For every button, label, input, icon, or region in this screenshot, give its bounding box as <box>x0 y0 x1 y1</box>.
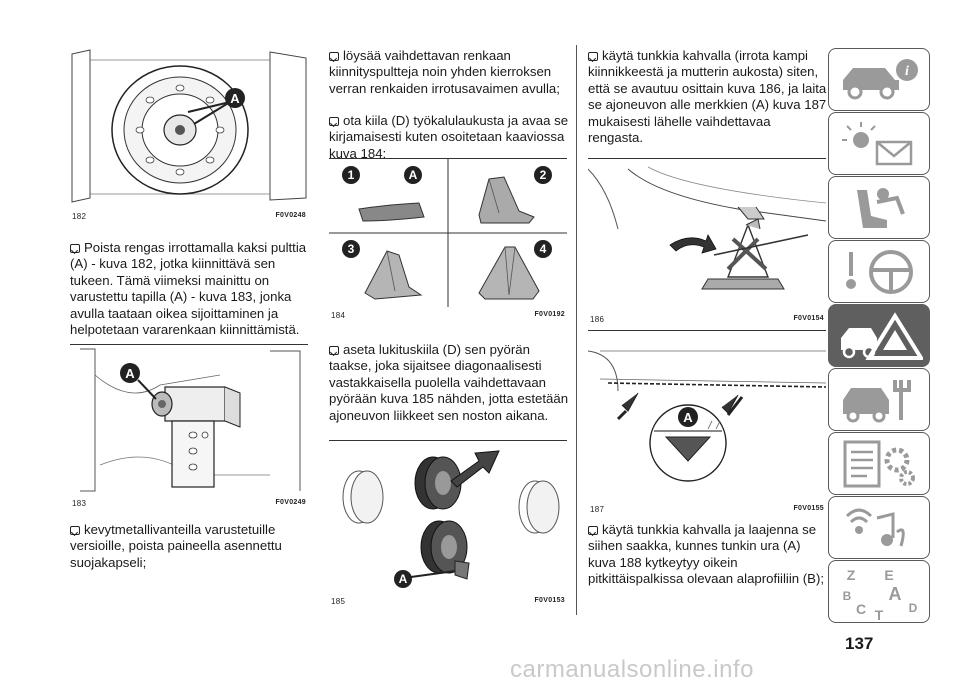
bullet-icon <box>588 52 598 61</box>
figure-code: F0V0248 <box>275 212 306 219</box>
callout-a-183: A <box>125 366 135 381</box>
tab-technical-data[interactable] <box>828 432 930 495</box>
wedge-placement-illustration: A <box>329 441 567 591</box>
figure-number: 184 <box>331 311 346 320</box>
figure-185: A 185 F0V0153 <box>329 440 567 610</box>
paragraph-place-wedge: aseta lukituskiila (D) sen pyörän taakse… <box>329 342 569 423</box>
figure-182: A 182 F0V0248 <box>70 48 308 221</box>
tab-car-info[interactable]: i <box>828 48 930 111</box>
paragraph-expand-jack: käytä tunkkia kahvalla ja laajenna se si… <box>588 522 825 587</box>
figure-caption: 186 F0V0154 <box>588 315 826 327</box>
figure-caption: 187 F0V0155 <box>588 505 826 517</box>
figure-code: F0V0249 <box>275 499 306 506</box>
tab-driving[interactable] <box>828 240 930 303</box>
bullet-icon <box>70 526 80 535</box>
index-letter-e: E <box>884 567 893 583</box>
paragraph-take-wedge: ota kiila (D) työkalulaukusta ja avaa se… <box>329 113 569 161</box>
tab-index[interactable]: Z E A B C D T <box>828 560 930 623</box>
steering-wheel-icon <box>846 250 913 294</box>
column-divider <box>576 45 577 615</box>
index-icon: Z E A B C D T <box>843 567 918 622</box>
figure-number: 185 <box>331 597 346 606</box>
figure-number: 186 <box>590 315 605 324</box>
label-step-3: 3 <box>348 242 355 256</box>
safety-seat-icon <box>857 188 905 228</box>
index-letter-z: Z <box>847 567 856 583</box>
figure-number: 187 <box>590 505 605 514</box>
warning-lights-icon <box>842 122 913 166</box>
figure-number: 183 <box>72 499 87 508</box>
tab-maintenance[interactable] <box>828 368 930 431</box>
index-letter-a: A <box>889 584 902 604</box>
multimedia-icon <box>845 508 905 547</box>
car-info-icon: i <box>843 59 918 100</box>
index-letter-t: T <box>875 607 884 622</box>
figure-caption: 183 F0V0249 <box>70 499 308 511</box>
figure-caption: 182 F0V0248 <box>70 212 308 224</box>
paragraph-remove-wheel: Poista rengas irrottamalla kaksi pulttia… <box>70 240 307 338</box>
car-maintenance-icon <box>843 380 911 423</box>
callout-a-185: A <box>399 572 408 586</box>
spare-wheel-illustration: A <box>70 48 308 206</box>
spare-wheel-mount-illustration: A <box>70 345 308 495</box>
paragraph-loosen-bolts: löysää vaihdettavan renkaan kiinnityspul… <box>329 48 560 96</box>
jack-points-illustration: A <box>588 331 826 501</box>
figure-code: F0V0153 <box>534 597 565 604</box>
tab-safety[interactable] <box>828 176 930 239</box>
technical-data-icon <box>843 440 915 488</box>
bullet-icon <box>329 117 339 126</box>
bullet-icon <box>70 244 80 253</box>
paragraph-use-jack: käytä tunkkia kahvalla (irrota kampi kii… <box>588 48 827 146</box>
wedge-illustration: 1 A 2 3 4 <box>329 159 567 307</box>
callout-a-182: A <box>230 91 240 106</box>
figure-caption: 184 F0V0192 <box>329 311 567 323</box>
paragraph-alloy-wheels: kevytmetallivanteilla varustetuille vers… <box>70 522 282 570</box>
figure-caption: 185 F0V0153 <box>329 597 567 609</box>
bullet-icon <box>329 52 339 61</box>
bullet-icon <box>588 526 598 535</box>
figure-186: 186 F0V0154 <box>588 158 826 326</box>
jack-illustration <box>588 159 826 309</box>
figure-number: 182 <box>72 212 87 221</box>
emergency-car-icon <box>841 312 923 360</box>
label-a: A <box>409 168 418 182</box>
callout-a-187: A <box>683 410 693 425</box>
figure-code: F0V0154 <box>793 315 824 322</box>
bullet-icon <box>329 346 339 355</box>
figure-code: F0V0155 <box>793 505 824 512</box>
tab-emergency[interactable] <box>828 304 930 367</box>
figure-187: A 187 F0V0155 <box>588 330 826 516</box>
figure-183: A 183 F0V0249 <box>70 344 308 514</box>
tab-multimedia[interactable] <box>828 496 930 559</box>
index-letter-c: C <box>856 601 866 617</box>
watermark: carmanualsonline.info <box>510 656 754 683</box>
label-step-4: 4 <box>540 242 547 256</box>
index-letter-b: B <box>843 589 852 603</box>
svg-text:i: i <box>905 64 909 79</box>
label-step-1: 1 <box>348 168 355 182</box>
index-letter-d: D <box>909 601 918 615</box>
page-number: 137 <box>845 634 874 653</box>
label-step-2: 2 <box>540 168 547 182</box>
tab-warning-lights[interactable] <box>828 112 930 175</box>
figure-code: F0V0192 <box>534 311 565 318</box>
figure-184: 1 A 2 3 4 184 F0V0192 <box>329 158 567 323</box>
